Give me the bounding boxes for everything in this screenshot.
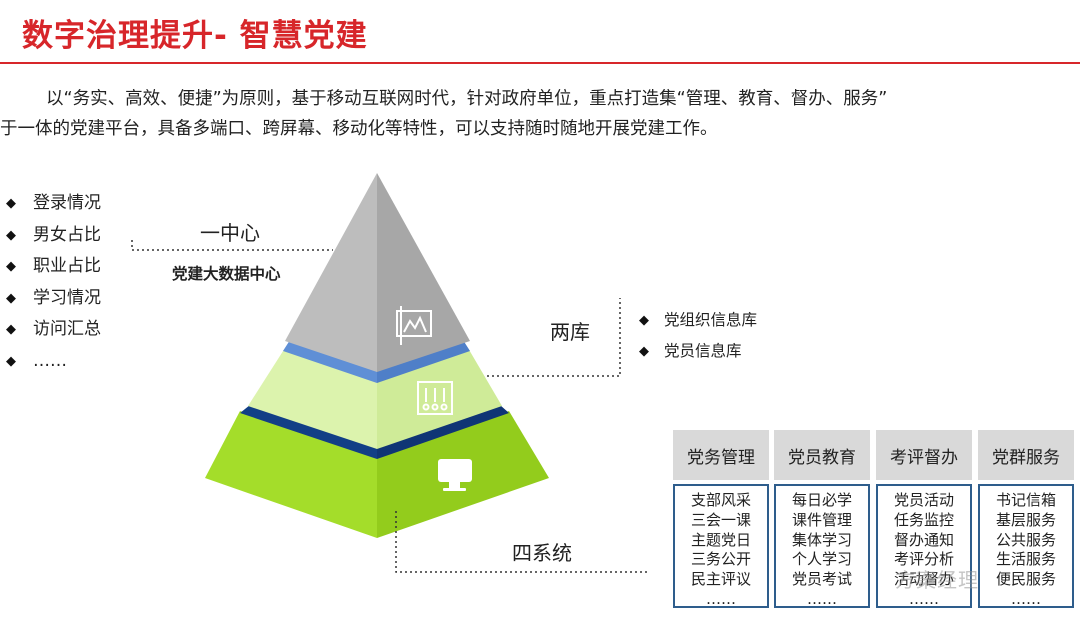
data-center-metrics-list: ◆登录情况 ◆男女占比 ◆职业占比 ◆学习情况 ◆访问汇总 ◆…… [6,188,101,377]
list-item: …… [706,589,736,608]
list-item: ◆党员信息库 [639,336,757,367]
system-column-member-education: 党员教育 每日必学 课件管理 集体学习 个人学习 党员考试 …… [774,430,870,608]
list-item: ◆…… [6,346,101,378]
intro-line-1: 以“务实、高效、便捷”为原则，基于移动互联网时代，针对政府单位，重点打造集“管理… [46,89,888,109]
system-column-evaluation-supervision: 考评督办 党员活动 任务监控 督办通知 考评分析 活动督办 …… [876,430,972,608]
list-item: 主题党日 [690,530,751,549]
intro-paragraph: 以“务实、高效、便捷”为原则，基于移动互联网时代，针对政府单位，重点打造集“管理… [0,84,1070,144]
diamond-bullet-icon: ◆ [639,313,649,328]
list-item: 课件管理 [791,510,852,529]
presentation-board-icon [396,306,432,345]
control-panel-icon [417,381,453,415]
list-item: 生活服务 [995,550,1056,569]
list-item: 三会一课 [690,510,751,529]
watermark: 方案经理 [895,568,979,592]
diamond-bullet-icon: ◆ [6,290,16,306]
list-item: …… [909,589,939,608]
list-item: 党员活动 [893,491,954,509]
center-connector [131,240,333,251]
libraries-list: ◆党组织信息库 ◆党员信息库 [639,305,757,367]
system-items: 支部风采 三会一课 主题党日 三务公开 民主评议 …… [673,484,769,608]
list-item: 每日必学 [791,491,852,509]
system-items: 每日必学 课件管理 集体学习 个人学习 党员考试 …… [774,484,870,608]
list-item: 便民服务 [995,570,1056,589]
band-dark-blue-left [240,405,377,459]
diamond-bullet-icon: ◆ [6,196,16,211]
list-item: 公共服务 [995,530,1056,549]
system-column-party-affairs: 党务管理 支部风采 三会一课 主题党日 三务公开 民主评议 …… [673,430,769,608]
pyramid-middle-right [377,348,502,449]
list-item: 任务监控 [893,510,954,529]
list-item: 支部风采 [690,491,751,509]
diamond-bullet-icon: ◆ [6,353,16,369]
diamond-bullet-icon: ◆ [6,227,16,243]
list-item: ◆男女占比 [6,220,101,252]
list-item: ◆访问汇总 [6,314,101,346]
list-item: …… [1011,589,1041,608]
center-subtitle: 党建大数据中心 [172,265,281,283]
systems-label: 四系统 [512,541,572,565]
system-header: 党务管理 [673,430,769,480]
list-item: ◆党组织信息库 [639,305,757,336]
band-light-blue-right [377,340,470,383]
system-header: 党群服务 [978,430,1074,480]
list-item: 书记信箱 [995,491,1056,509]
list-item: 党员考试 [791,570,852,589]
page-title: 数字治理提升- 智慧党建 [22,18,368,54]
diamond-bullet-icon: ◆ [6,259,16,274]
title-divider [0,62,1080,64]
band-light-blue-left [283,340,377,383]
libraries-connector [487,298,621,377]
libraries-label: 两库 [550,320,590,344]
list-item: 集体学习 [791,530,852,549]
diamond-bullet-icon: ◆ [6,322,16,337]
list-item: 个人学习 [791,550,852,569]
list-item: 三务公开 [690,550,751,569]
diamond-bullet-icon: ◆ [639,344,649,359]
system-header: 考评督办 [876,430,972,480]
list-item: 民主评议 [690,570,751,589]
center-label: 一中心 [200,221,260,245]
list-item: 活动督办 [893,570,954,589]
pyramid-top-right [377,173,470,372]
band-dark-blue-right [377,405,509,459]
system-items: 党员活动 任务监控 督办通知 考评分析 活动督办 …… [876,484,972,608]
systems-connector [395,511,647,573]
system-items: 书记信箱 基层服务 公共服务 生活服务 便民服务 …… [978,484,1074,608]
list-item: ◆学习情况 [6,283,101,315]
system-header: 党员教育 [774,430,870,480]
system-column-party-mass-service: 党群服务 书记信箱 基层服务 公共服务 生活服务 便民服务 …… [978,430,1074,608]
monitor-icon [438,459,472,491]
list-item: ◆职业占比 [6,251,101,283]
list-item: 基层服务 [995,510,1056,529]
pyramid-middle-left [248,348,377,449]
list-item: 考评分析 [893,550,954,569]
intro-line-2: 于一体的党建平台，具备多端口、跨屏幕、移动化等特性，可以支持随时随地开展党建工作… [0,119,718,139]
list-item: 督办通知 [893,530,954,549]
pyramid-top-left [285,173,377,372]
list-item: …… [807,589,837,608]
list-item: ◆登录情况 [6,188,101,220]
